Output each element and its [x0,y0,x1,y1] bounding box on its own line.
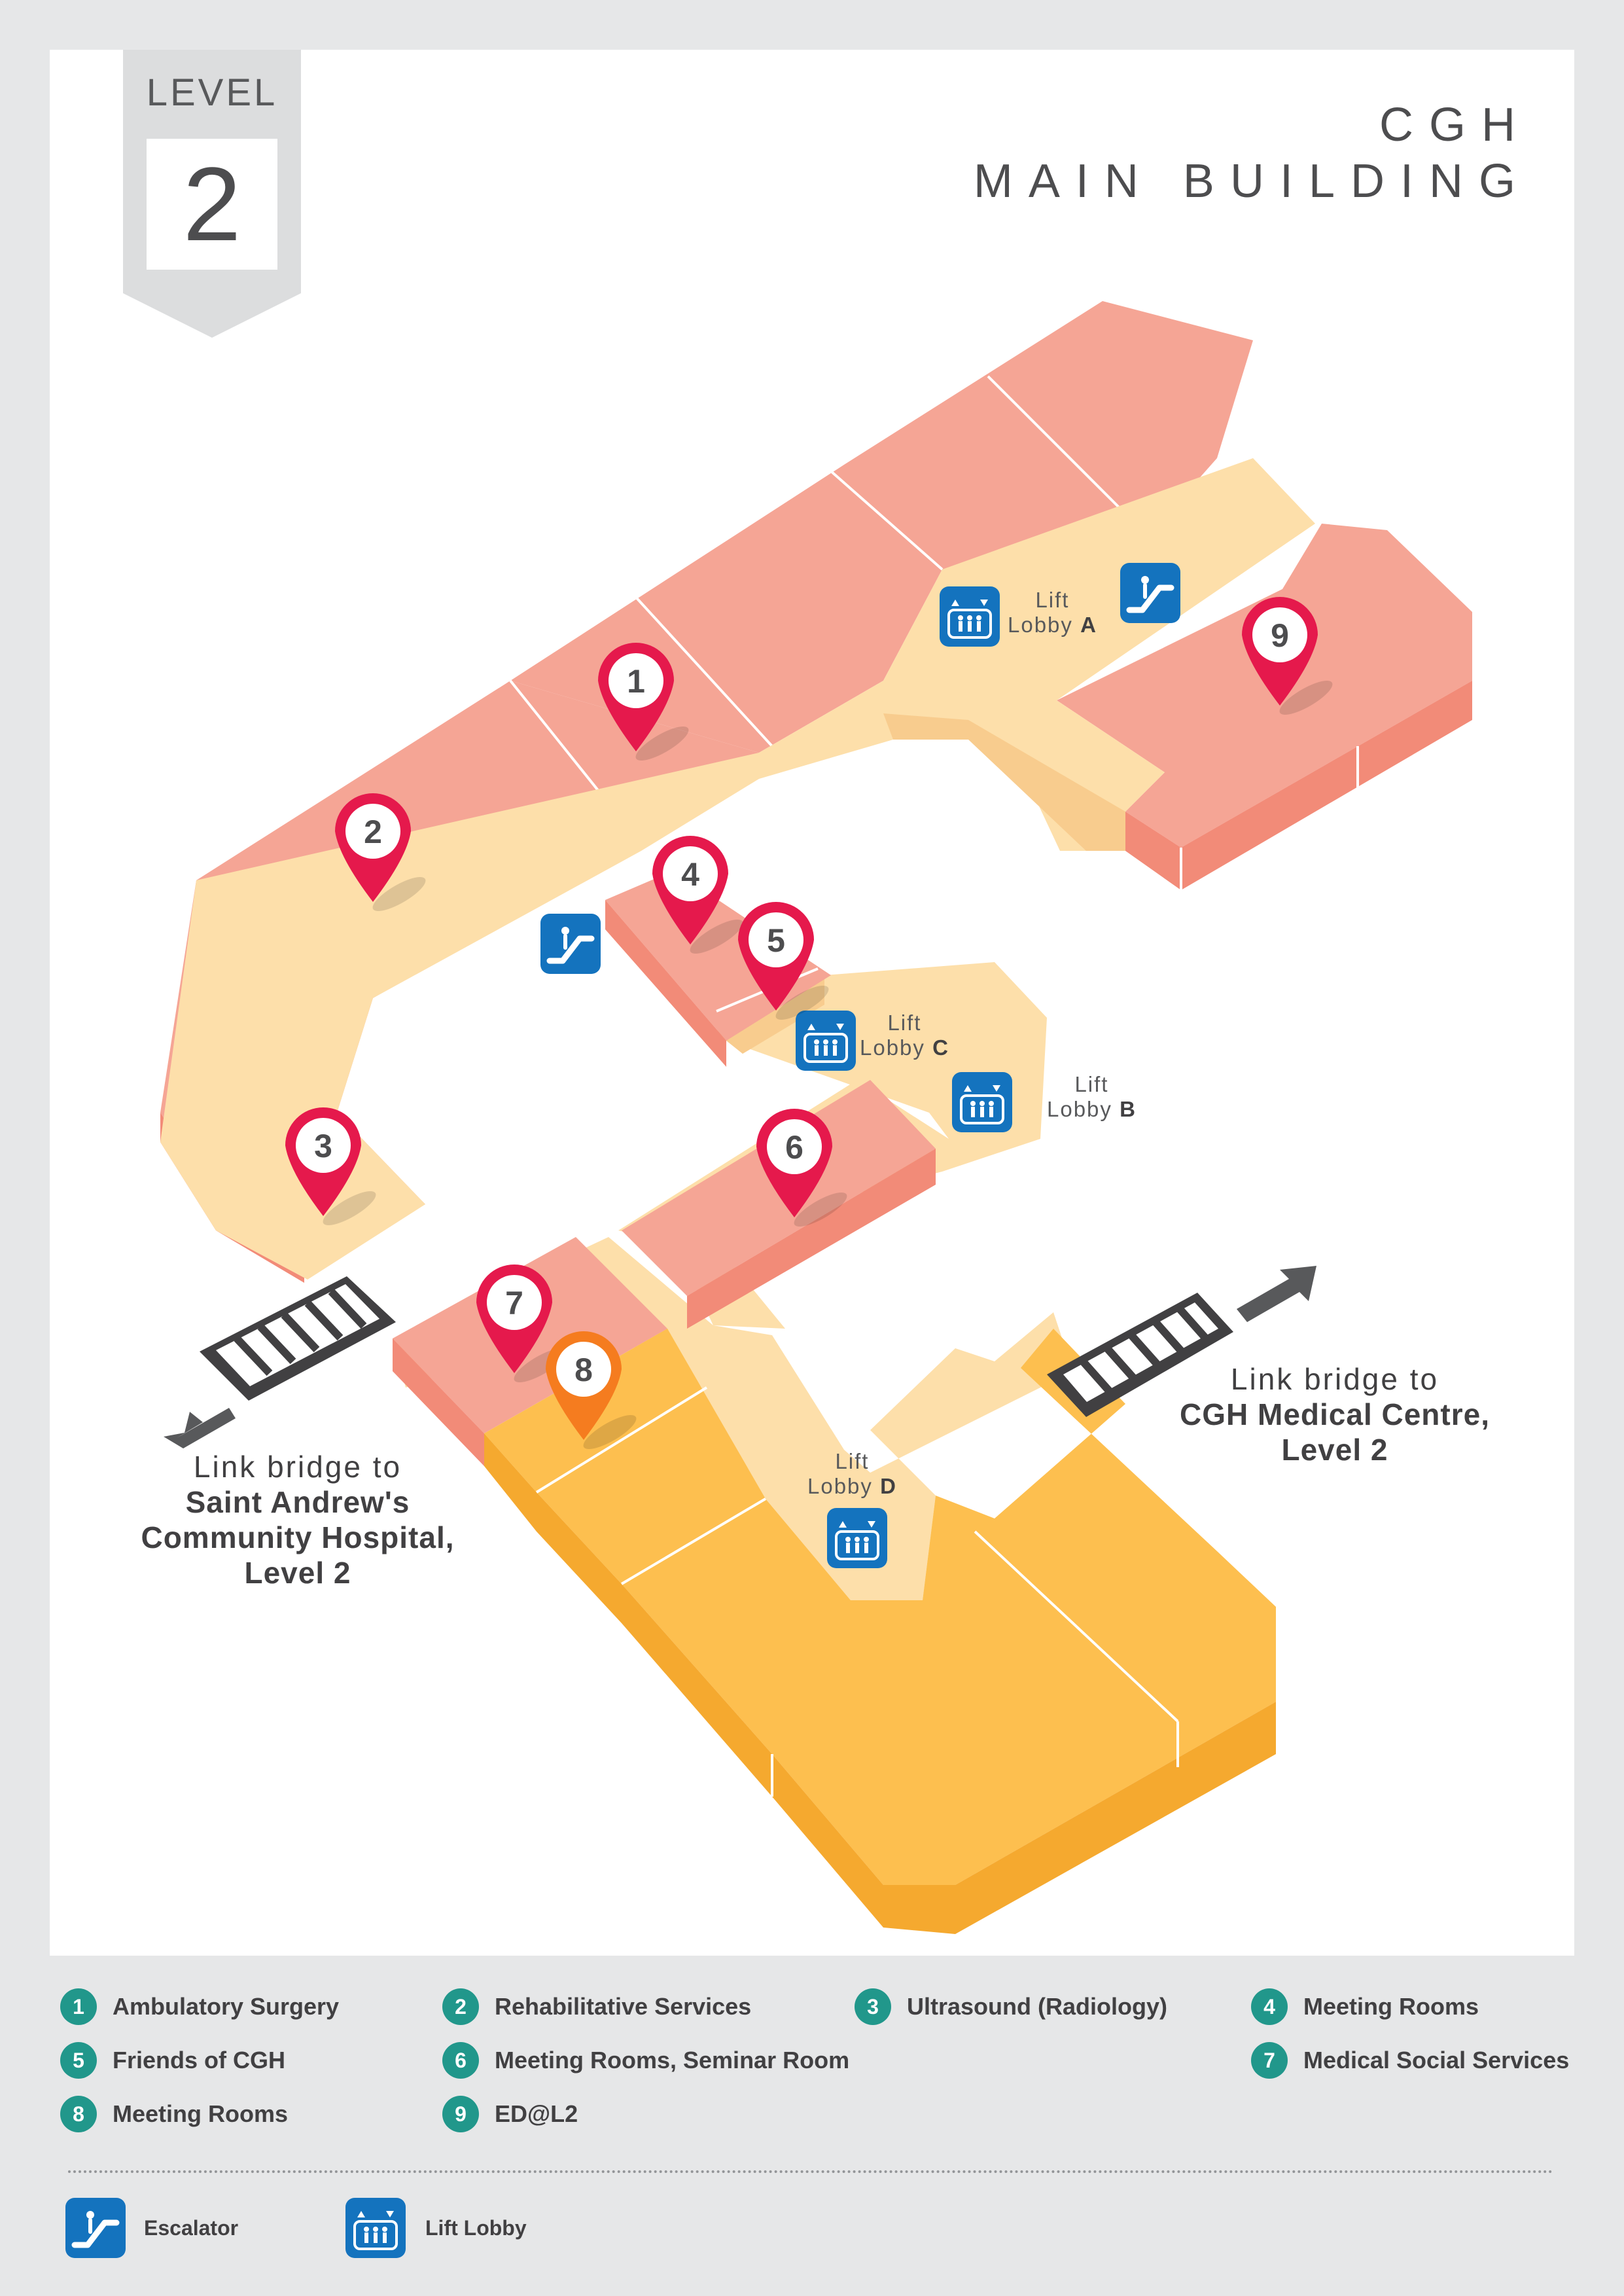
legend-label: Meeting Rooms [1303,1993,1479,2020]
lift-icon-b[interactable] [951,1071,1014,1134]
lift-icon [344,2197,407,2259]
legend-item-2: 2 Rehabilitative Services [442,1986,751,2028]
pin-5[interactable]: 5 [738,902,833,1026]
legend-label: Meeting Rooms [113,2100,289,2127]
link-bridge-right[interactable] [1047,1266,1316,1417]
legend-item-3: 3 Ultrasound (Radiology) [855,1986,1167,2028]
legend-number: 4 [1251,1988,1288,2025]
legend-number: 6 [442,2042,479,2079]
pin-label: 9 [1271,617,1289,654]
legend-number: 7 [1251,2042,1288,2079]
location-pins: 1 2 3 4 5 6 7 8 9 [285,597,1337,1455]
pin-9[interactable]: 9 [1242,597,1337,721]
legend-number: 1 [60,1988,97,2025]
link-bridge-left[interactable] [164,1276,396,1448]
level-number: 2 [147,139,277,270]
legend-item-4: 4 Meeting Rooms [1251,1986,1479,2028]
arrow-right-icon [1237,1266,1316,1322]
lift-icon-a[interactable] [938,585,1001,648]
legend-number: 2 [442,1988,479,2025]
level-label: LEVEL [146,71,278,114]
escalator-icon-central[interactable] [540,914,601,974]
pin-2[interactable]: 2 [335,793,430,917]
pin-1[interactable]: 1 [598,643,693,766]
building-title-line1: CGH [1379,99,1531,151]
pin-7[interactable]: 7 [476,1265,571,1388]
legend-label: Rehabilitative Services [495,1993,752,2020]
pin-4[interactable]: 4 [652,836,747,960]
room-block-9 [1057,524,1472,890]
legend-label: Medical Social Services [1303,2047,1570,2073]
legend-number: 5 [60,2042,97,2079]
legend-divider [68,2170,1553,2173]
yellow-zone [484,1329,1276,1934]
legend-label: Ambulatory Surgery [113,1993,340,2020]
legend-item-5: 5 Friends of CGH [60,2039,285,2081]
pin-label: 7 [505,1285,523,1321]
pin-3[interactable]: 3 [285,1107,380,1231]
legend-number: 9 [442,2096,479,2132]
pin-label: 8 [574,1352,593,1388]
legend-label: Ultrasound (Radiology) [907,1993,1167,2020]
lift-icon-c[interactable] [794,1009,857,1072]
pin-label: 5 [767,922,785,959]
legend-number: 8 [60,2096,97,2132]
legend-label: Friends of CGH [113,2047,286,2073]
bridge-label-left: Link bridge to Saint Andrew's Community … [141,1450,455,1590]
escalator-icon [65,2198,126,2258]
pin-label: 4 [681,856,699,893]
pin-label: 2 [364,814,382,850]
legend-label: ED@L2 [495,2100,578,2127]
legend-item-6: 6 Meeting Rooms, Seminar Room [442,2039,849,2081]
bridge-label-right: Link bridge to CGH Medical Centre, Level… [1180,1362,1490,1467]
legend-label: Meeting Rooms, Seminar Room [495,2047,850,2073]
pin-6[interactable]: 6 [756,1109,851,1232]
pin-label: 1 [627,663,645,700]
legend-item-9: 9 ED@L2 [442,2093,578,2135]
arrow-left-icon [164,1408,236,1448]
escalator-icon-north[interactable] [1120,563,1180,623]
building-title-line2: MAIN BUILDING [973,155,1531,207]
legend-item-7: 7 Medical Social Services [1251,2039,1569,2081]
pin-8[interactable]: 8 [546,1331,641,1455]
pin-label: 6 [785,1129,803,1166]
pin-label: 3 [314,1128,332,1164]
lift-key-label: Lift Lobby [425,2216,527,2240]
legend-number: 3 [855,1988,891,2025]
legend-item-1: 1 Ambulatory Surgery [60,1986,339,2028]
legend-item-8: 8 Meeting Rooms [60,2093,288,2135]
lift-icon-d[interactable] [826,1507,889,1570]
escalator-key-label: Escalator [144,2216,239,2240]
